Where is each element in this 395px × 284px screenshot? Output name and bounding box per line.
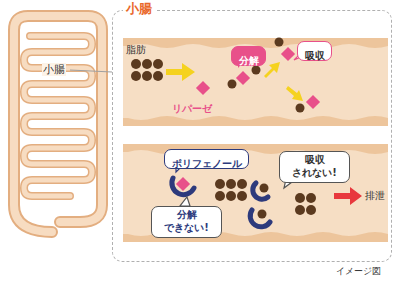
fat-molecule [295, 193, 305, 203]
fat-molecule [215, 179, 225, 189]
fat-molecule [215, 191, 225, 201]
small-intestine [24, 36, 92, 196]
fat-molecule [226, 191, 236, 201]
lipase-enzyme [236, 71, 250, 85]
fat-molecule [275, 38, 284, 47]
small-intestine [24, 36, 92, 196]
enzyme-label: リパーゼ [172, 103, 212, 115]
fat-molecule [131, 59, 141, 69]
yellow-arrow [166, 63, 195, 81]
callout-bubble: 分解 [231, 46, 266, 66]
fat-molecule [306, 193, 316, 203]
lipase-enzyme [306, 95, 320, 109]
fat-molecule [237, 179, 247, 189]
fat-molecule [131, 38, 305, 113]
fat-molecule [237, 191, 247, 201]
fat-molecule [306, 205, 316, 215]
intestine-wall-panel [123, 144, 388, 242]
part-label: 排泄 [365, 190, 385, 202]
intestine-wall-panel [123, 144, 388, 242]
note-label: イメージ図 [336, 266, 381, 277]
fat-molecule [228, 80, 237, 89]
polyphenol [172, 178, 194, 195]
lipase-enzyme [176, 177, 190, 191]
excretion-arrow [334, 187, 362, 205]
intestine-wall-panel [123, 116, 388, 126]
polyphenol [253, 183, 268, 199]
fat-molecule [226, 179, 236, 189]
fat-molecule [258, 210, 267, 219]
bubble-text: 分解 できない! [159, 209, 215, 234]
bubble-text: 吸収 [305, 50, 325, 63]
part-label: 脂肪 [126, 44, 146, 56]
large-intestine [14, 16, 102, 232]
lipase-enzyme [196, 81, 210, 95]
lipase-enzyme [281, 47, 295, 61]
yellow-arrow [166, 62, 303, 101]
yellow-arrow [286, 86, 303, 101]
fat-molecule [131, 71, 141, 81]
region-box: 小腸分解吸収ポリフェノール分解 できない!吸収 されない! [112, 10, 392, 262]
fat-molecule [153, 71, 163, 81]
yellow-arrow [264, 62, 280, 78]
polyphenol [250, 210, 270, 227]
fat-molecule [296, 104, 305, 113]
organ-label: 小腸 [42, 63, 66, 76]
bubble-tail [180, 197, 190, 206]
fat-molecule [142, 71, 152, 81]
large-intestine [14, 16, 102, 232]
small-intestine [24, 36, 92, 196]
fat-molecule [215, 179, 316, 219]
fat-molecule [295, 205, 305, 215]
large-intestine [14, 16, 102, 232]
callout-bubble: 分解 できない! [151, 206, 222, 238]
bubble-text: 吸収 されない! [287, 154, 343, 179]
callout-bubble: 吸収 されない! [279, 151, 350, 183]
fat-molecule [142, 59, 152, 69]
callout-bubble: 吸収 [297, 41, 332, 61]
intestine-wall-panel [123, 38, 388, 126]
bubble-text: 分解 [239, 55, 259, 68]
fat-molecule [153, 59, 163, 69]
leader-line [70, 70, 112, 72]
bubble-text: ポリフェノール [172, 158, 242, 171]
lipase-enzyme [176, 177, 190, 191]
region-heading: 小腸 [123, 1, 155, 17]
fat-molecule [260, 184, 269, 193]
excretion-arrow [334, 187, 362, 205]
intestine-wall-panel [123, 38, 388, 126]
callout-bubble: ポリフェノール [164, 149, 249, 169]
